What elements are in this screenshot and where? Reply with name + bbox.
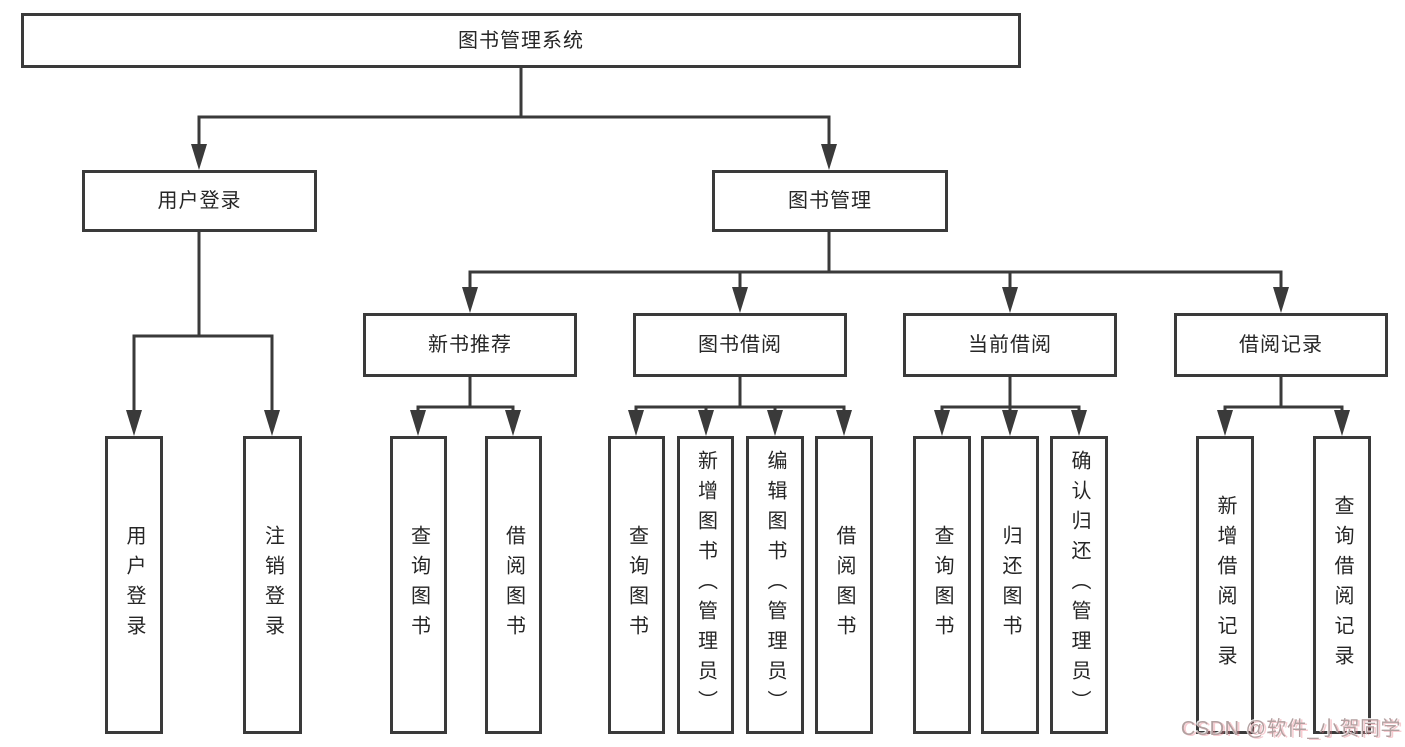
- leaf-borrowing-add-book-admin: 新增图书（管理员）: [677, 436, 734, 734]
- leaf-logout: 注销登录: [243, 436, 302, 734]
- node-label: 新增图书（管理员）: [694, 450, 717, 720]
- node-label: 图书管理系统: [458, 29, 584, 52]
- leaf-user-login: 用户登录: [105, 436, 163, 734]
- node-new-book-recommendation: 新书推荐: [363, 313, 577, 377]
- node-label: 借阅图书: [502, 525, 525, 645]
- leaf-borrowing-query-books: 查询图书: [608, 436, 665, 734]
- leaf-borrowing-edit-book-admin: 编辑图书（管理员）: [746, 436, 804, 734]
- node-label: 当前借阅: [968, 334, 1052, 356]
- node-label: 用户登录: [123, 525, 145, 645]
- leaf-borrowing-borrow-books: 借阅图书: [815, 436, 873, 734]
- node-label: 借阅记录: [1239, 334, 1323, 356]
- node-label: 新增借阅记录: [1214, 495, 1236, 675]
- leaf-current-confirm-return-admin: 确认归还（管理员）: [1050, 436, 1108, 734]
- leaf-current-return-books: 归还图书: [981, 436, 1039, 734]
- leaf-records-query-borrow-record: 查询借阅记录: [1313, 436, 1371, 734]
- node-label: 归还图书: [999, 525, 1021, 645]
- node-label: 注销登录: [261, 525, 284, 645]
- node-label: 查询借阅记录: [1331, 495, 1353, 675]
- node-label: 查询图书: [407, 525, 430, 645]
- leaf-newbook-borrow-books: 借阅图书: [485, 436, 542, 734]
- node-user-login: 用户登录: [82, 170, 317, 232]
- node-label: 借阅图书: [833, 525, 855, 645]
- node-label: 图书借阅: [698, 334, 782, 356]
- node-label: 用户登录: [157, 190, 242, 212]
- node-label: 图书管理: [788, 190, 872, 212]
- node-borrowing-records: 借阅记录: [1174, 313, 1388, 377]
- node-label: 查询图书: [625, 525, 648, 645]
- node-book-management: 图书管理: [712, 170, 948, 232]
- node-book-borrowing: 图书借阅: [633, 313, 847, 377]
- leaf-records-add-borrow-record: 新增借阅记录: [1196, 436, 1254, 734]
- node-current-borrowing: 当前借阅: [903, 313, 1117, 377]
- leaf-current-query-books: 查询图书: [913, 436, 971, 734]
- node-label: 新书推荐: [428, 334, 512, 356]
- node-library-management-system: 图书管理系统: [21, 13, 1021, 68]
- leaf-newbook-query-books: 查询图书: [390, 436, 447, 734]
- node-label: 查询图书: [931, 525, 953, 645]
- csdn-watermark: CSDN @软件_小贺同学: [1180, 718, 1401, 740]
- node-label: 编辑图书（管理员）: [764, 450, 786, 720]
- node-label: 确认归还（管理员）: [1068, 450, 1090, 720]
